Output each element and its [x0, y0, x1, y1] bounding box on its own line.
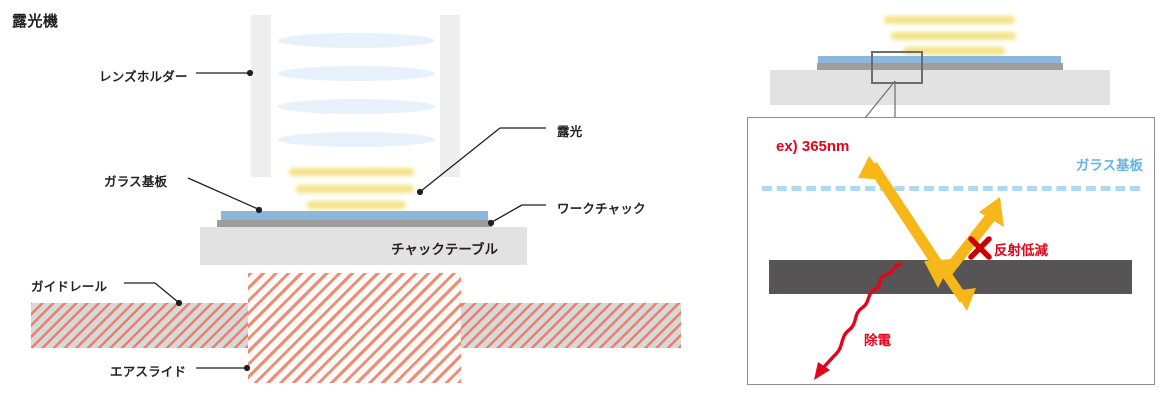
air-slide-label: エアスライド — [110, 365, 187, 379]
chuck-table — [200, 227, 527, 265]
glass-substrate — [221, 211, 488, 220]
lens-element-4 — [278, 132, 435, 147]
detail-glass-substrate-label: ガラス基板 — [1075, 158, 1143, 173]
lens-element-3 — [278, 99, 435, 114]
glass-substrate-label: ガラス基板 — [104, 175, 168, 189]
guide-rail-right — [461, 303, 681, 348]
chuck-table-label: チャックテーブル — [391, 242, 499, 257]
detail-arrows — [814, 156, 1004, 380]
callout-region-box — [871, 51, 923, 84]
air-slide — [248, 273, 461, 383]
detail-panel: ガラス基板 ex) 365nm — [747, 117, 1155, 385]
absorbed-beam-arrow — [940, 269, 976, 311]
mini-exposure-beam-1 — [884, 16, 1015, 24]
work-chuck — [217, 220, 492, 227]
mini-exposure-beam-3 — [903, 47, 1005, 55]
guide-rail-label: ガイドレール — [31, 280, 108, 294]
exposure-label: 露光 — [557, 125, 583, 139]
mini-glass-substrate — [818, 56, 1061, 63]
mini-work-chuck — [817, 63, 1063, 70]
exposure-beam-1 — [289, 168, 414, 176]
incident-beam-arrow — [858, 156, 953, 288]
lens-element-2 — [278, 66, 435, 81]
reflection-reduction-label: 反射低減 — [994, 243, 1048, 258]
mini-chuck-table — [770, 70, 1110, 105]
lens-holder-label: レンズホルダー — [99, 70, 188, 84]
callout-connector-lines — [864, 80, 896, 119]
mini-exposure-beam-2 — [891, 32, 1016, 40]
guide-rail-left — [31, 303, 248, 348]
left-machine-leader-lines — [124, 69, 546, 372]
detail-glass-substrate-line — [762, 186, 1140, 191]
wavelength-label: ex) 365nm — [776, 138, 850, 155]
lens-element-1 — [278, 33, 435, 48]
work-chuck-label: ワークチャック — [557, 202, 646, 216]
lens-holder-left-column — [251, 15, 271, 177]
lens-holder-right-column — [440, 15, 460, 177]
static-elimination-arrow — [814, 262, 903, 380]
static-elimination-label: 除電 — [864, 333, 891, 348]
exposure-beam-3 — [307, 201, 406, 209]
exposure-beam-2 — [296, 185, 414, 193]
reflection-x-icon — [968, 236, 992, 260]
page-title: 露光機 — [12, 13, 59, 30]
reflected-beam-arrow — [939, 197, 1004, 280]
